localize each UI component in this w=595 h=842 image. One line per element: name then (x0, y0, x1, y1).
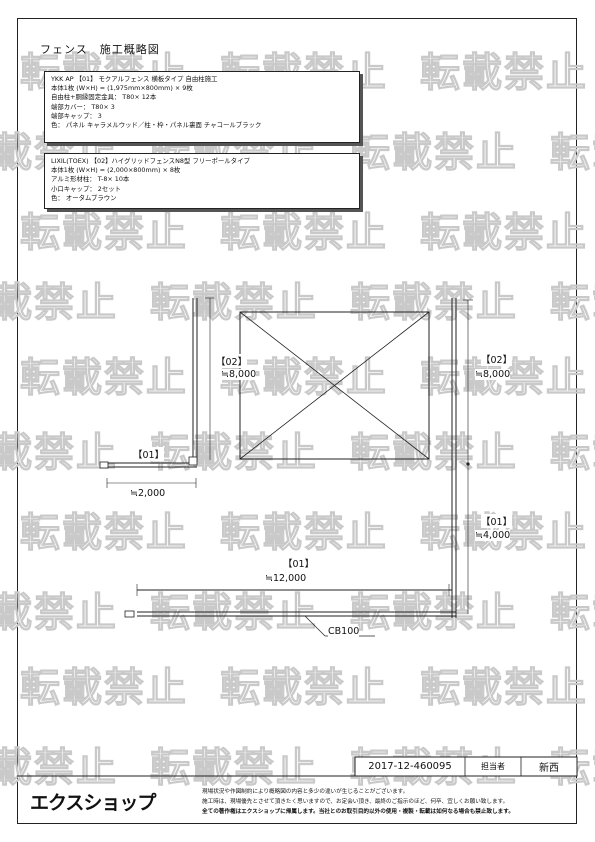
footer-note: 施工時は、現場優先とさせて頂きたく思いますので、お定会い頂き、最終のご指示のほど… (202, 799, 509, 805)
label-bottom-tag: 【01】 (283, 556, 315, 570)
footer-note: 全ての著作権はエクスショップに帰属します。当社とのお取引目的以外の使用・複製・転… (202, 809, 514, 815)
spec-line: 端部カバー： T80× 3 (51, 102, 115, 111)
fence-corner-post (188, 456, 198, 466)
label-cb: CB100 (328, 626, 360, 637)
spec-line: 自由柱+胴縁固定金具： T80× 12本 (51, 93, 157, 102)
label-small-length: ≒2,000 (130, 488, 166, 499)
label-left-length: ≒8,000 (221, 369, 257, 380)
building-diagonal (239, 311, 430, 460)
page-title: フェンス 施工概略図 (40, 43, 160, 56)
label-right-length-bottom: ≒4,000 (475, 530, 511, 541)
label-bottom-length: ≒12,000 (265, 573, 307, 584)
cb-leader-line (304, 615, 326, 637)
spec-line: 小口キャップ： 2セット (51, 184, 122, 193)
label-right-tag-top: 【02】 (481, 352, 513, 366)
label-left-tag: 【02】 (216, 354, 248, 368)
building-outline (239, 311, 430, 460)
spec-line: 色： パネル キャラメルウッド／柱・枠・パネル裏面 チャコールブラック (51, 121, 262, 130)
spec-box-ykk: YKK AP 【01】 モクアルフェンス 横板タイプ 自由柱施工 本体1枚 (W… (44, 71, 360, 143)
company-logo: エクスショップ (30, 792, 156, 814)
dim-point (466, 462, 470, 466)
spec-line: 本体1枚 (W×H) = (2,000×800mm) × 8枚 (51, 166, 181, 175)
spec-line: アルミ形材柱： T-8× 10本 (51, 175, 130, 184)
person-label: 担当者 (481, 762, 505, 771)
label-right-length-top: ≒8,000 (475, 369, 511, 380)
title-block (354, 756, 578, 777)
drawing-frame (17, 18, 577, 824)
fence-end-cap (99, 461, 109, 469)
footer-note: 現場状況や作図制約により概略図の内容と多少の違いが生じることがございます。 (202, 789, 409, 795)
spec-line: 端部キャップ： 3 (51, 111, 102, 120)
spec-box-lixil: LIXIL(TOEX) 【02】ハイグリッドフェンスN8型 フリーポールタイプ … (44, 153, 360, 209)
spec-line: 色： オータムブラウン (51, 193, 117, 202)
label-small-tag: 【01】 (133, 447, 165, 461)
label-right-tag-bottom: 【01】 (481, 514, 513, 528)
spec-line: LIXIL(TOEX) 【02】ハイグリッドフェンスN8型 フリーポールタイプ (51, 157, 250, 165)
fence-end-cap (124, 610, 135, 618)
spec-line: YKK AP 【01】 モクアルフェンス 横板タイプ 自由柱施工 (51, 75, 218, 83)
document-number: 2017-12-460095 (368, 761, 452, 772)
person-name: 新西 (539, 763, 559, 774)
spec-line: 本体1枚 (W×H) = (1,975mm×800mm) × 9枚 (51, 84, 193, 93)
